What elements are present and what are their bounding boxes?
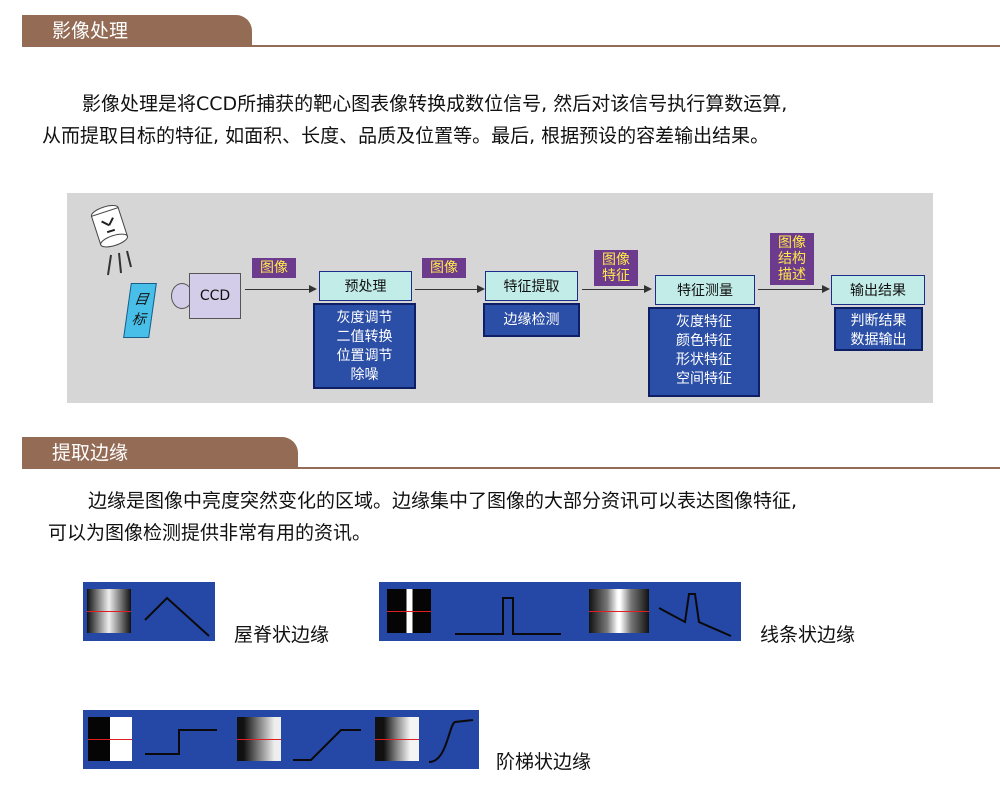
paragraph-line: 可以为图像检测提供非常有用的资讯。	[48, 522, 372, 544]
scan-line	[88, 739, 132, 740]
flow-arrow	[415, 284, 485, 293]
image-processing-paragraph: 影像处理是将CCD所捕获的靶心图表像转换成数位信号, 然后对该信号执行算数运算,…	[42, 88, 787, 152]
stage-feature-measure-header: 特征测量	[655, 275, 755, 305]
stage-item: 边缘检测	[503, 312, 560, 328]
flow-label-line: 描述	[778, 267, 806, 283]
paragraph-line: 从而提取目标的特征, 如面积、长度、品质及位置等。最后, 根据预设的容差输出结果…	[42, 125, 770, 147]
step-edge-profile-ramp	[293, 729, 361, 761]
line-edge-sample-soft	[589, 589, 649, 633]
flow-label-line: 图像	[430, 260, 458, 276]
section-title: 影像处理	[52, 20, 129, 42]
section-divider	[22, 45, 1000, 47]
flow-label-image-structure: 图像 结构 描述	[770, 233, 814, 285]
stage-item: 空间特征	[676, 371, 732, 387]
stage-item: 判断结果	[850, 313, 907, 329]
stage-preprocess-list: 灰度调节 二值转换 位置调节 除噪	[313, 303, 416, 389]
flow-label-image: 图像	[422, 258, 466, 278]
paragraph-line: 影像处理是将CCD所捕获的靶心图表像转换成数位信号, 然后对该信号执行算数运算,	[82, 93, 788, 115]
target-label-line: 标	[130, 312, 147, 328]
roof-edge-profile	[144, 596, 210, 637]
stage-feature-extraction-list: 边缘检测	[483, 303, 580, 337]
flow-label-line: 结构	[778, 251, 806, 267]
scan-line	[87, 611, 131, 612]
stage-title: 特征提取	[503, 279, 560, 295]
flow-label-line: 图像	[602, 252, 630, 268]
light-source-icon	[90, 205, 132, 276]
stage-item: 数据输出	[850, 332, 907, 348]
stage-item: 颜色特征	[676, 333, 732, 349]
flow-label-image: 图像	[252, 258, 296, 278]
target-label-line: 目	[133, 292, 150, 308]
stage-feature-measure-list: 灰度特征 颜色特征 形状特征 空间特征	[648, 307, 760, 397]
target-card: 目 标	[123, 283, 157, 338]
flow-label-line: 图像	[260, 260, 288, 276]
roof-edge-panel	[83, 582, 215, 641]
step-edge-label: 阶梯状边缘	[496, 751, 592, 773]
flow-label-image-feature: 图像 特征	[594, 250, 638, 286]
step-edge-profile-sharp	[145, 729, 217, 755]
stage-item: 灰度调节	[336, 310, 393, 326]
flow-arrow	[582, 284, 652, 293]
stage-item: 位置调节	[336, 348, 393, 364]
stage-item: 灰度特征	[676, 314, 732, 330]
section-divider	[22, 467, 1000, 469]
stage-title: 预处理	[344, 279, 387, 295]
section-title: 提取边缘	[52, 442, 129, 464]
flow-label-line: 图像	[778, 235, 806, 251]
step-edge-sample-sharp	[88, 717, 132, 761]
step-edge-panel	[83, 710, 479, 769]
stage-output-header: 输出结果	[831, 275, 925, 305]
step-edge-profile-smooth	[428, 719, 474, 763]
line-edge-sample-sharp	[387, 589, 431, 633]
paragraph-line: 边缘是图像中亮度突然变化的区域。边缘集中了图像的大部分资讯可以表达图像特征,	[88, 490, 798, 512]
scan-line	[387, 611, 431, 612]
roof-edge-label: 屋脊状边缘	[234, 624, 330, 646]
scan-line	[589, 611, 649, 612]
processing-pipeline-diagram: 目 标 CCD 图像 图像 图像 特征 图像 结构 描述 预处理 灰度调节 二值…	[67, 193, 933, 403]
line-edge-profile-sharp	[455, 597, 561, 635]
stage-output-list: 判断结果 数据输出	[834, 307, 923, 351]
section-header-edge-extraction: 提取边缘	[22, 437, 298, 469]
ccd-camera: CCD	[189, 273, 241, 319]
stage-title: 特征测量	[677, 283, 733, 299]
line-edge-panel	[379, 582, 741, 641]
stage-item: 形状特征	[676, 352, 732, 368]
flow-arrow	[758, 284, 830, 293]
stage-title: 输出结果	[850, 283, 906, 299]
flow-label-line: 特征	[602, 268, 630, 284]
stage-item: 除噪	[350, 367, 379, 383]
edge-paragraph: 边缘是图像中亮度突然变化的区域。边缘集中了图像的大部分资讯可以表达图像特征, 可…	[48, 485, 797, 549]
scan-line	[375, 739, 419, 740]
section-header-image-processing: 影像处理	[22, 15, 252, 47]
scan-line	[237, 739, 281, 740]
ccd-label: CCD	[199, 288, 231, 304]
stage-preprocess-header: 预处理	[319, 271, 412, 301]
stage-feature-extraction-header: 特征提取	[485, 271, 578, 301]
step-edge-sample-ramp	[237, 717, 281, 761]
flow-arrow	[245, 284, 317, 293]
stage-item: 二值转换	[336, 329, 393, 345]
roof-edge-sample	[87, 589, 131, 633]
line-edge-label: 线条状边缘	[760, 624, 856, 646]
line-edge-profile-soft	[658, 593, 732, 637]
step-edge-sample-smooth	[375, 717, 419, 761]
